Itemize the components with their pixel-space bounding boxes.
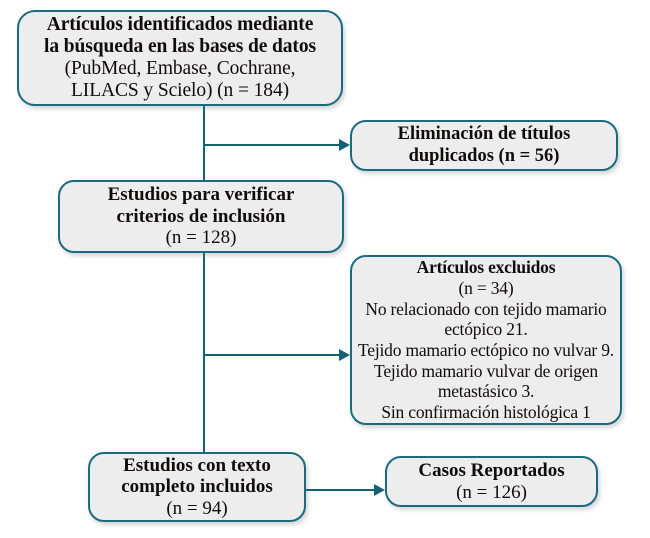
box-line: Eliminación de títulos [397, 124, 571, 145]
box-line: (n = 34) [458, 278, 514, 299]
records-identified-box: Artículos identificados mediante la búsq… [17, 10, 343, 106]
arrowhead-to-duplicates [339, 139, 350, 151]
studies-included-box: Estudios con texto completo incluidos (n… [88, 452, 306, 522]
reported-cases-box: Casos Reportados (n = 126) [385, 456, 598, 507]
box-line: (n = 128) [165, 227, 237, 249]
duplicates-removed-box: Eliminación de títulos duplicados (n = 5… [350, 120, 618, 171]
connector-identified-to-duplicates [203, 144, 340, 146]
box-line: Sin confirmación histológica 1 [381, 401, 591, 422]
connector-screened-to-excluded [203, 354, 340, 356]
box-line: criterios de inclusión [116, 205, 286, 227]
box-line: Tejido mamario ectópico no vulvar 9. [358, 340, 614, 360]
arrowhead-to-excluded [339, 349, 350, 361]
box-line: (n = 126) [456, 481, 527, 503]
box-line: No relacionado con tejido mamario [365, 298, 607, 319]
box-line: metastásico 3. [437, 381, 535, 402]
box-line: Artículos identificados mediante [46, 13, 314, 35]
records-screened-box: Estudios para verificar criterios de inc… [58, 180, 344, 253]
box-line: Artículos excluidos [416, 257, 556, 278]
box-line: completo incluidos [121, 476, 273, 498]
box-line: (n = 94) [166, 497, 228, 519]
connector-screened-to-fulltext [203, 253, 205, 453]
box-line: LILACS y Scielo) (n = 184) [71, 80, 289, 102]
records-excluded-box: Artículos excluidos (n = 34) No relacion… [350, 255, 622, 425]
box-line: Estudios para verificar [107, 184, 295, 206]
box-line: duplicados (n = 56) [408, 145, 560, 166]
arrowhead-to-cases [374, 484, 385, 496]
box-line: Casos Reportados [418, 459, 565, 481]
box-line: (PubMed, Embase, Cochrane, [64, 58, 296, 79]
box-line: Estudios con texto [123, 454, 271, 476]
box-line: la búsqueda en las bases de datos [44, 35, 316, 57]
box-line: ectópico 21. [444, 319, 528, 340]
box-line: Tejido mamario vulvar de origen [374, 360, 598, 381]
connector-fulltext-to-cases [306, 489, 375, 491]
